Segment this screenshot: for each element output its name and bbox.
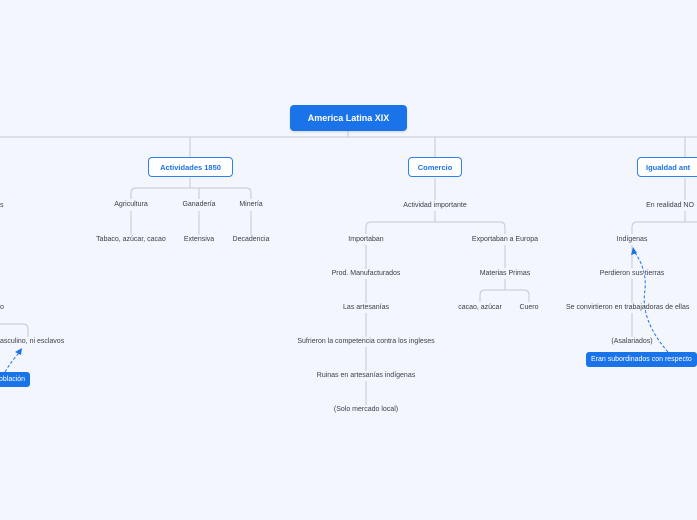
- node-sufrieron-competencia[interactable]: Sufrieron la competencia contra los ingl…: [297, 338, 435, 345]
- node-agricultura[interactable]: Agricultura: [114, 201, 148, 208]
- node-en-realidad-no[interactable]: En realidad NO: [646, 202, 694, 209]
- node-cuero[interactable]: Cuero: [519, 304, 539, 311]
- branch-igualdad[interactable]: Igualdad ant: [637, 157, 697, 177]
- node-actividad-importante[interactable]: Actividad importante: [403, 202, 467, 209]
- node-se-convirtieron[interactable]: Se convirtieron en trabajadoras de ellas: [566, 304, 690, 311]
- floating-note-subordinados[interactable]: Eran subordinados con respecto: [586, 352, 697, 367]
- node-cacao-azucar[interactable]: cacao, azúcar: [458, 304, 502, 311]
- node-indigenas[interactable]: Indígenas: [616, 236, 648, 243]
- node-mineria[interactable]: Minería: [239, 201, 263, 208]
- node-importaban[interactable]: Importaban: [348, 236, 384, 243]
- node-prod-manufacturados[interactable]: Prod. Manufacturados: [331, 270, 401, 277]
- branch-comercio[interactable]: Comercio: [408, 157, 462, 177]
- node-solo-mercado-local[interactable]: (Solo mercado local): [333, 406, 399, 413]
- node-ganaderia[interactable]: Ganadería: [182, 201, 216, 208]
- node-agricultura-detail[interactable]: Tabaco, azúcar, cacao: [96, 236, 166, 243]
- branch-actividades[interactable]: Actividades 1850: [148, 157, 233, 177]
- node-left-masculino[interactable]: asculino, ni esclavos: [0, 338, 65, 345]
- node-perdieron-tierras[interactable]: Perdieron sus tierras: [599, 270, 665, 277]
- root-node[interactable]: America Latina XIX: [290, 105, 407, 131]
- node-ganaderia-detail[interactable]: Extensiva: [183, 236, 215, 243]
- node-artesanias[interactable]: Las artesanías: [343, 304, 389, 311]
- floating-note-poblacion[interactable]: oblación: [0, 372, 31, 387]
- node-materias-primas[interactable]: Materias Primas: [479, 270, 531, 277]
- node-asalariados[interactable]: (Asalariados): [611, 338, 653, 345]
- node-left-s[interactable]: s: [0, 202, 4, 209]
- node-ruinas-artesanias[interactable]: Ruinas en artesanías indígenas: [316, 372, 416, 379]
- node-left-o[interactable]: o: [0, 304, 4, 311]
- node-exportaban[interactable]: Exportaban a Europa: [471, 236, 539, 243]
- node-mineria-detail[interactable]: Decadencia: [232, 236, 270, 243]
